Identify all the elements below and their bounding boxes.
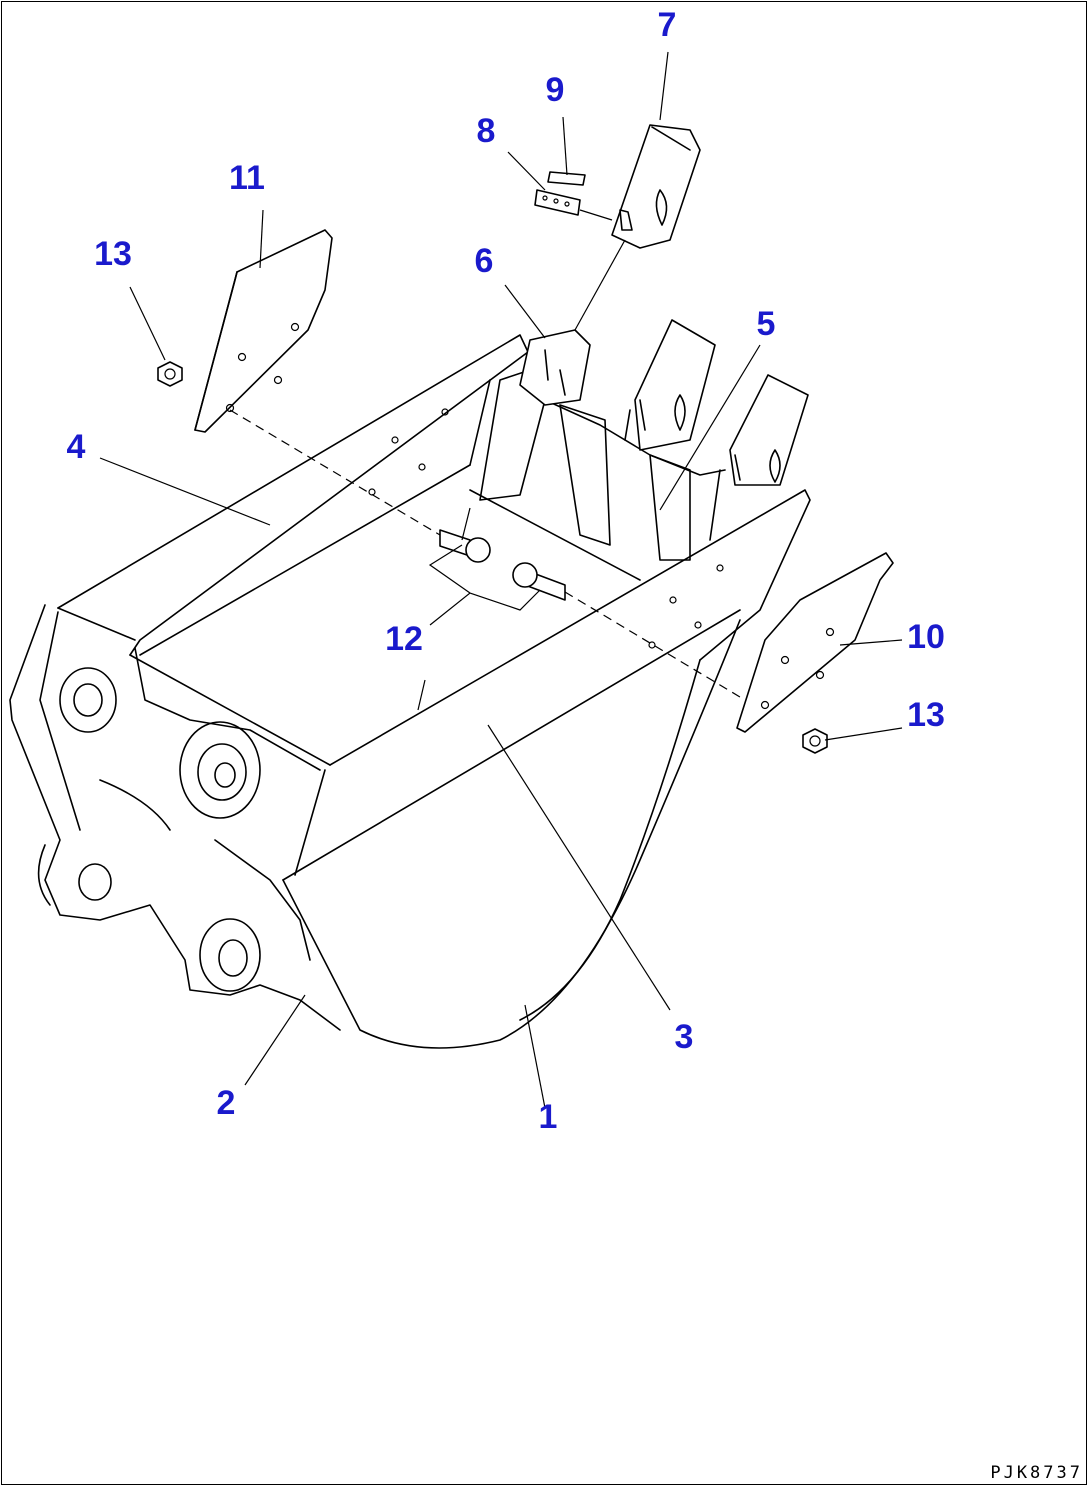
callout-13-right: 13 (907, 696, 945, 734)
callout-5: 5 (757, 305, 776, 343)
callout-labels: 1 2 3 4 5 6 7 8 9 10 11 12 13 13 (67, 6, 945, 1136)
bolts-and-nuts (157, 361, 828, 754)
callout-9: 9 (546, 71, 565, 109)
bucket-teeth (519, 124, 809, 486)
callout-1: 1 (539, 1098, 558, 1136)
callout-6: 6 (475, 242, 494, 280)
callout-10: 10 (907, 618, 945, 656)
leader-lines (99, 51, 903, 1109)
callout-11: 11 (229, 159, 265, 197)
callout-2: 2 (217, 1084, 236, 1122)
callout-4: 4 (67, 428, 86, 466)
drawing-reference-code: PJK8737 (990, 1463, 1083, 1483)
callout-3: 3 (675, 1018, 694, 1056)
callout-8: 8 (477, 112, 496, 150)
callout-13-left: 13 (94, 235, 132, 273)
side-cutters (194, 229, 894, 733)
bucket-body (9, 334, 811, 1049)
callout-7: 7 (658, 6, 677, 44)
callout-12: 12 (385, 620, 423, 658)
